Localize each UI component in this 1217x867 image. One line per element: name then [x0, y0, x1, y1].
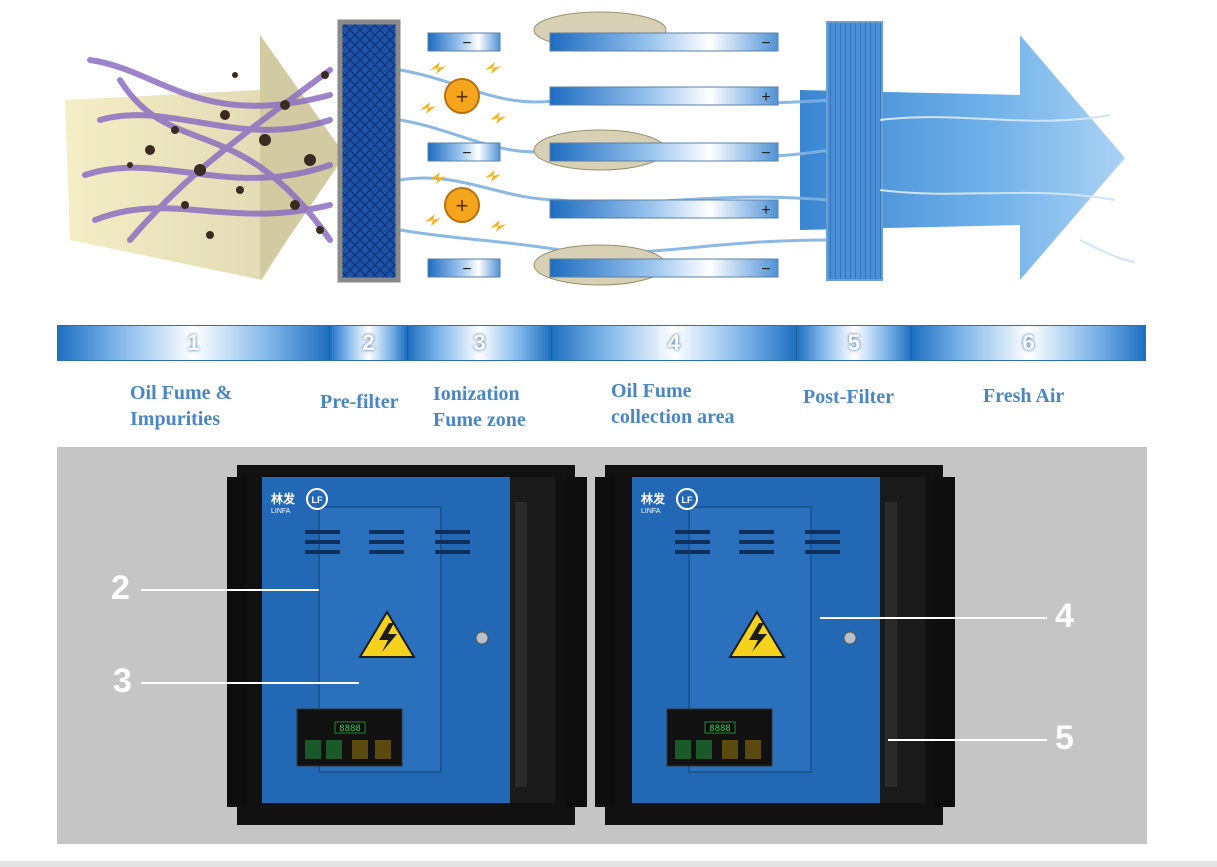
- brand-cn: 林发: [641, 491, 666, 506]
- vent-slots: [305, 530, 470, 554]
- stage-label-6: Fresh Air: [983, 383, 1064, 409]
- product-photo-panel: 林发 LF LINFA 8888: [57, 447, 1147, 844]
- stage-number: 5: [847, 330, 861, 355]
- brand-en: LINFA: [271, 508, 291, 515]
- power-key[interactable]: [305, 740, 321, 759]
- stage-label-1: Oil Fume & Impurities: [130, 380, 232, 432]
- collector-plate: [549, 258, 779, 278]
- collector-plate: [549, 32, 779, 52]
- plate-sign: −: [761, 35, 770, 52]
- plate-sign: +: [761, 89, 770, 106]
- brand-logo: 林发 LF LINFA: [271, 488, 328, 515]
- stage-label-line: Oil Fume &: [130, 382, 233, 404]
- collector-plate: [549, 199, 779, 219]
- stage-label-line: Fume zone: [433, 409, 526, 431]
- positive-ion: +: [444, 78, 480, 114]
- oil-drain-key[interactable]: [745, 740, 761, 759]
- power-key[interactable]: [675, 740, 691, 759]
- digital-display: 8888: [339, 724, 361, 734]
- brand-logo: 林发 LF LINFA: [641, 488, 698, 515]
- purify-key[interactable]: [696, 740, 712, 759]
- digital-display: 8888: [709, 724, 731, 734]
- purifier-units: 林发 LF LINFA 8888: [141, 465, 1047, 825]
- stage-number-bar: 1 2 3 4 5 6: [57, 325, 1146, 361]
- maintenance-key[interactable]: [352, 740, 368, 759]
- plate-sign: −: [761, 261, 770, 278]
- brand-cn: 林发: [271, 491, 296, 506]
- stage-label-line: Impurities: [130, 408, 220, 430]
- stage-number: 1: [187, 330, 200, 355]
- high-voltage-warning-icon: [728, 610, 786, 658]
- pre-filter-mesh: [337, 19, 401, 283]
- plate-sign: −: [761, 145, 770, 162]
- purification-process-diagram: − − − + + − + − + −: [65, 11, 1136, 286]
- positive-ion: +: [444, 187, 480, 223]
- footer-strip: [0, 861, 1217, 867]
- stage-cell-1: 1: [58, 326, 330, 360]
- stage-cell-2: 2: [330, 326, 408, 360]
- stage-label-line: Oil Fume: [611, 380, 692, 402]
- stage-cell-3: 3: [408, 326, 552, 360]
- stage-label-line: Pre-filter: [320, 391, 399, 413]
- fume-arrowhead: [260, 35, 345, 280]
- stage-cell-4: 4: [552, 326, 797, 360]
- ion-charge-label: +: [456, 84, 469, 109]
- high-voltage-warning-icon: [358, 610, 416, 658]
- stage-label-3: Ionization Fume zone: [433, 381, 526, 433]
- oil-drain-key[interactable]: [375, 740, 391, 759]
- collector-plate: [549, 86, 779, 106]
- collector-plates: − + − + −: [549, 32, 779, 278]
- plate-sign: −: [462, 261, 471, 278]
- stage-number: 6: [1022, 330, 1035, 355]
- purifier-unit-left: 林发 LF LINFA 8888: [227, 465, 587, 825]
- callout-lines: [141, 589, 1047, 741]
- control-panel: 8888: [666, 708, 773, 767]
- purify-key[interactable]: [326, 740, 342, 759]
- stage-label-line: collection area: [611, 406, 735, 428]
- stage-number: 4: [667, 330, 681, 355]
- stage-label-2: Pre-filter: [320, 389, 398, 415]
- control-panel: 8888: [296, 708, 403, 767]
- stage-label-5: Post-Filter: [803, 384, 894, 410]
- stage-number: 3: [473, 330, 486, 355]
- stage-label-line: Post-Filter: [803, 386, 895, 408]
- ionizer-plates: − − −: [427, 32, 501, 278]
- ion-charge-label: +: [456, 193, 469, 218]
- callout-number: 4: [1055, 597, 1074, 635]
- brand-mark: LF: [682, 495, 693, 505]
- fresh-air-wisps: [879, 114, 1136, 263]
- brand-mark: LF: [312, 495, 323, 505]
- impurity-particles: [127, 71, 329, 239]
- ionizer-plate: [427, 258, 501, 278]
- ionizer-plate: [427, 32, 501, 52]
- maintenance-key[interactable]: [722, 740, 738, 759]
- ion-sparks: [420, 62, 506, 232]
- stage-label-4: Oil Fume collection area: [611, 378, 734, 430]
- callout-number: 3: [113, 662, 132, 700]
- brand-en: LINFA: [641, 508, 661, 515]
- purifier-unit-right: 林发 LF LINFA 8888: [595, 465, 955, 825]
- collector-plate: [549, 142, 779, 162]
- post-filter-pleats: [826, 21, 883, 281]
- stage-number: 2: [362, 330, 375, 355]
- vent-slots: [675, 530, 840, 554]
- plate-sign: −: [462, 35, 471, 52]
- stage-cell-6: 6: [912, 326, 1145, 360]
- panel-knob: [843, 631, 857, 645]
- stage-label-line: Fresh Air: [983, 385, 1065, 407]
- callout-number: 5: [1055, 719, 1074, 757]
- callout-number: 2: [111, 569, 130, 607]
- stage-cell-5: 5: [797, 326, 912, 360]
- stage-label-line: Ionization: [433, 383, 520, 405]
- plate-sign: +: [761, 202, 770, 219]
- plate-sign: −: [462, 145, 471, 162]
- ionizer-plate: [427, 142, 501, 162]
- panel-knob: [475, 631, 489, 645]
